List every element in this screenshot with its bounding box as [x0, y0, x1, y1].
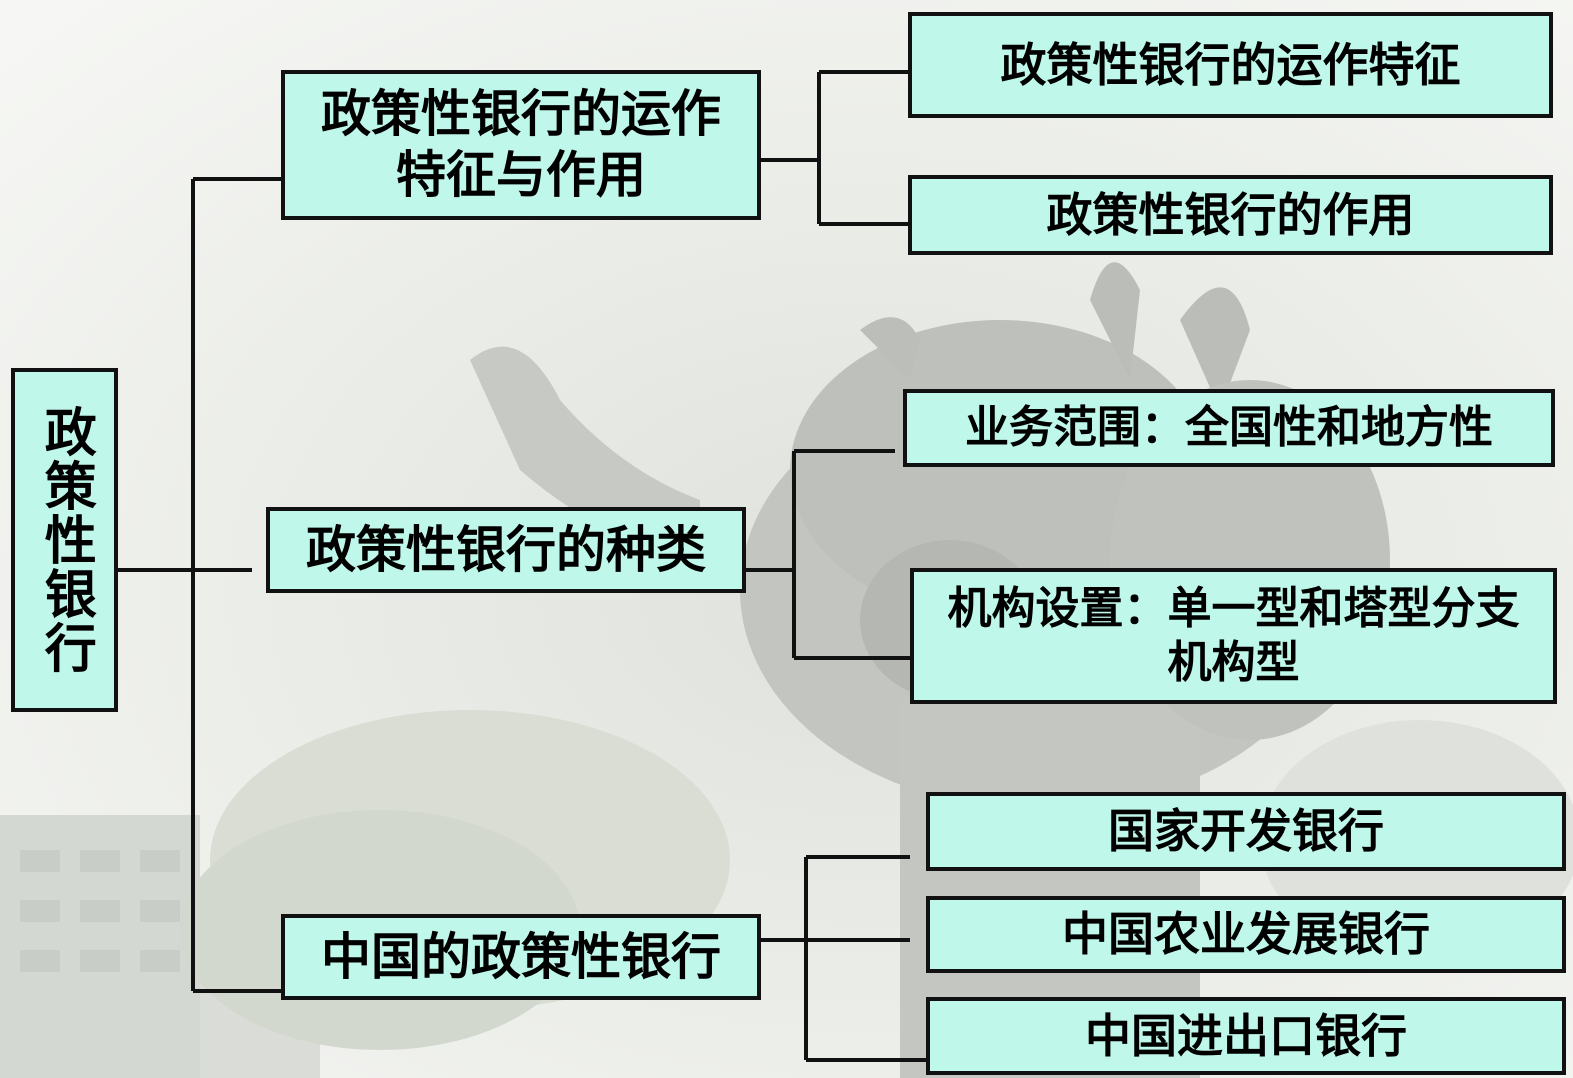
branch-label: 政策性银行的运作特征与作用 [321, 85, 721, 204]
branch-label: 政策性银行的种类 [306, 520, 706, 579]
leaf-label: 机构设置：单一型和塔型分支机构型 [947, 583, 1520, 688]
leaf-label: 政策性银行的运作特征 [1000, 37, 1461, 92]
leaf-label: 中国进出口银行 [1085, 1008, 1407, 1063]
root-label: 政策性银行 [35, 405, 96, 675]
leaf-business-scope: 业务范围：全国性和地方性 [903, 389, 1555, 467]
leaf-label: 政策性银行的作用 [1046, 187, 1415, 242]
leaf-institutional-setup: 机构设置：单一型和塔型分支机构型 [910, 568, 1557, 704]
leaf-label: 国家开发银行 [1108, 804, 1384, 859]
leaf-export-import-bank: 中国进出口银行 [926, 997, 1566, 1075]
branch-label: 中国的政策性银行 [321, 927, 721, 986]
root-node: 政策性银行 [11, 368, 118, 712]
branch-china-policy-banks: 中国的政策性银行 [281, 914, 761, 1000]
leaf-role: 政策性银行的作用 [908, 175, 1553, 255]
leaf-label: 业务范围：全国性和地方性 [965, 402, 1493, 454]
leaf-operation-features: 政策性银行的运作特征 [908, 12, 1553, 118]
leaf-label: 中国农业发展银行 [1062, 907, 1430, 962]
leaf-agricultural-development-bank: 中国农业发展银行 [926, 896, 1566, 973]
branch-operation-features-and-role: 政策性银行的运作特征与作用 [281, 70, 761, 220]
leaf-china-development-bank: 国家开发银行 [926, 792, 1566, 871]
branch-bank-types: 政策性银行的种类 [266, 507, 746, 593]
